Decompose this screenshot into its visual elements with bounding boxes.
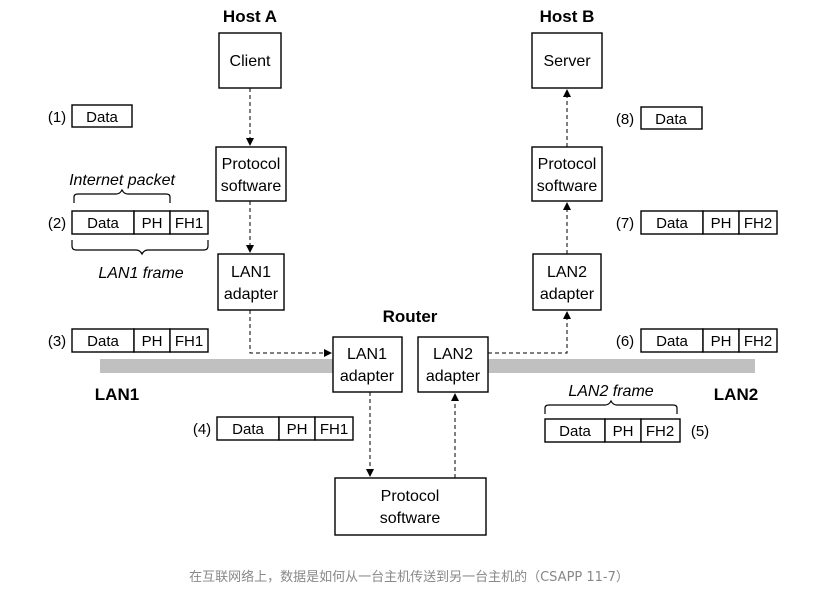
ph-cell: PH xyxy=(711,215,732,232)
data-cell: Data xyxy=(232,421,264,438)
fh1-cell: FH1 xyxy=(175,333,203,350)
data-cell: Data xyxy=(656,215,688,232)
adapter-line-2: adapter xyxy=(224,286,279,303)
data-cell: Data xyxy=(87,333,119,350)
adapter-line-2: adapter xyxy=(540,286,595,303)
ph-cell: PH xyxy=(287,421,308,438)
protocol-line-2: software xyxy=(221,178,282,195)
step-4-label: (4) xyxy=(193,421,211,438)
host-a-lan1-adapter-box: LAN1 adapter xyxy=(217,253,285,311)
step-1-packet: Data xyxy=(71,104,133,128)
step-8-label: (8) xyxy=(616,111,634,128)
data-cell: Data xyxy=(656,333,688,350)
flow-arrows xyxy=(246,88,571,478)
data-cell: Data xyxy=(559,423,591,440)
client-box: Client xyxy=(218,32,282,89)
router-lan2-adapter-box: LAN2 adapter xyxy=(417,336,489,393)
lan1-frame-label: LAN1 frame xyxy=(98,265,183,282)
protocol-line-1: Protocol xyxy=(222,156,281,173)
data-cell: Data xyxy=(86,109,118,126)
step-6-packet: Data PH FH2 xyxy=(640,328,778,353)
adapter-line-1: LAN1 xyxy=(347,346,387,363)
server-label: Server xyxy=(543,53,591,70)
fh2-cell: FH2 xyxy=(744,215,772,232)
internet-data-flow-diagram: Host A Host B Router LAN1 LAN2 Client Pr… xyxy=(48,7,778,536)
client-label: Client xyxy=(230,53,271,70)
protocol-line-2: software xyxy=(380,510,441,527)
fh1-cell: FH1 xyxy=(320,421,348,438)
step-2-label: (2) xyxy=(48,215,66,232)
fh1-cell: FH1 xyxy=(175,215,203,232)
step-3-label: (3) xyxy=(48,333,66,350)
host-a-label: Host A xyxy=(223,7,277,26)
host-a-protocol-software-box: Protocol software xyxy=(215,146,287,202)
adapter-line-1: LAN2 xyxy=(547,264,587,281)
step-7-label: (7) xyxy=(616,215,634,232)
protocol-line-2: software xyxy=(537,178,598,195)
lan2-frame-label: LAN2 frame xyxy=(568,383,653,400)
internet-packet-label: Internet packet xyxy=(69,172,175,189)
data-cell: Data xyxy=(87,215,119,232)
host-b-label: Host B xyxy=(540,7,595,26)
arrow-router-to-host-b-adapter xyxy=(488,311,571,354)
step-8-packet: Data xyxy=(640,106,703,130)
host-b-protocol-software-box: Protocol software xyxy=(531,146,603,202)
figure-caption: 在互联网络上，数据是如何从一台主机传送到另一台主机的（CSAPP 11-7） xyxy=(189,570,629,585)
ph-cell: PH xyxy=(613,423,634,440)
protocol-line-1: Protocol xyxy=(381,488,440,505)
step-5-label: (5) xyxy=(691,423,709,440)
fh2-cell: FH2 xyxy=(646,423,674,440)
lan2-network-bar xyxy=(488,359,755,373)
step-3-packet: Data PH FH1 xyxy=(71,328,209,353)
lan2-frame-brace xyxy=(544,399,678,414)
router-label: Router xyxy=(383,307,438,326)
lan2-label: LAN2 xyxy=(714,385,758,404)
fh2-cell: FH2 xyxy=(744,333,772,350)
step-1-label: (1) xyxy=(48,109,66,126)
ph-cell: PH xyxy=(711,333,732,350)
server-box: Server xyxy=(531,32,603,89)
adapter-line-1: LAN1 xyxy=(231,264,271,281)
lan1-network-bar xyxy=(100,359,333,373)
protocol-line-1: Protocol xyxy=(538,156,597,173)
data-cell: Data xyxy=(655,111,687,128)
lan1-label: LAN1 xyxy=(95,385,139,404)
step-6-label: (6) xyxy=(616,333,634,350)
host-b-lan2-adapter-box: LAN2 adapter xyxy=(532,253,602,311)
internet-packet-brace xyxy=(73,188,171,203)
step-2-packet: Data PH FH1 xyxy=(71,210,209,235)
adapter-line-2: adapter xyxy=(426,368,481,385)
adapter-line-2: adapter xyxy=(340,368,395,385)
adapter-line-1: LAN2 xyxy=(433,346,473,363)
arrow-adapter-to-router xyxy=(249,310,332,357)
ph-cell: PH xyxy=(142,333,163,350)
router-protocol-software-box: Protocol software xyxy=(334,477,487,536)
router-lan1-adapter-box: LAN1 adapter xyxy=(332,336,403,393)
step-5-packet: Data PH FH2 xyxy=(544,418,681,443)
step-4-packet: Data PH FH1 xyxy=(216,416,354,441)
lan1-frame-brace xyxy=(71,240,209,256)
ph-cell: PH xyxy=(142,215,163,232)
step-7-packet: Data PH FH2 xyxy=(640,210,778,235)
